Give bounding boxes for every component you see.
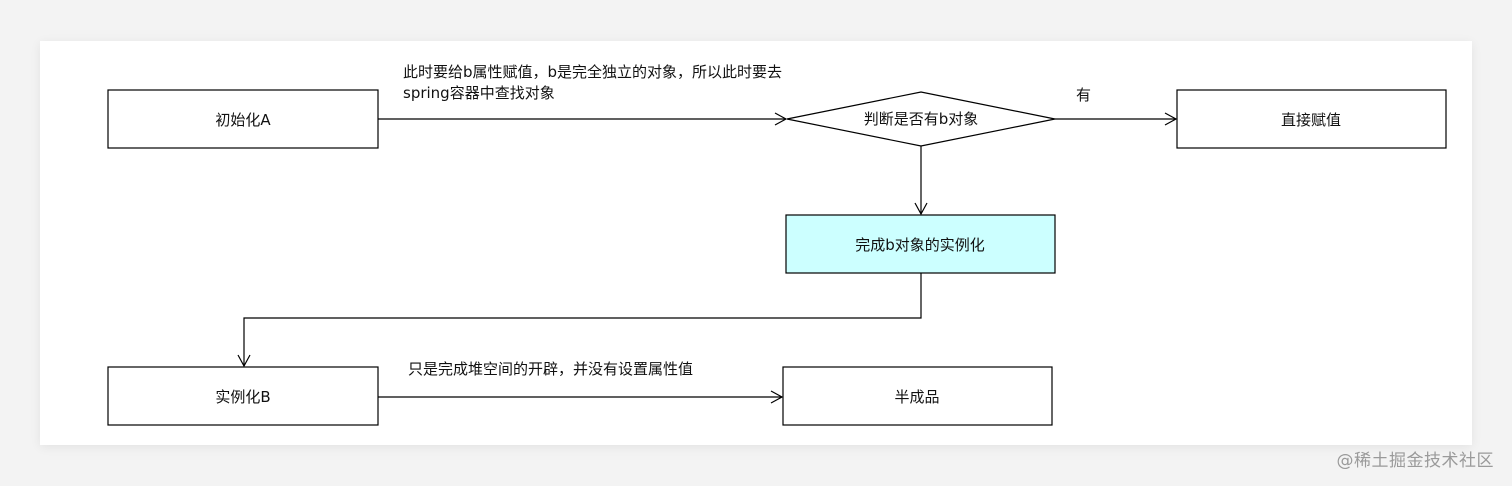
- node-init-a-box: [107, 89, 379, 149]
- node-instance-b-box: [107, 366, 379, 426]
- node-assign-direct-label: 直接赋值: [1281, 111, 1341, 129]
- node-check-b: 判断是否有b对象: [786, 91, 1056, 147]
- node-instantiate-b-box: [785, 214, 1056, 274]
- node-init-a-label: 初始化A: [215, 111, 271, 129]
- node-half-product: 半成品: [782, 366, 1053, 426]
- node-instantiate-b: 完成b对象的实例化: [785, 214, 1056, 274]
- node-init-a: 初始化A: [107, 89, 379, 149]
- watermark-text: @稀土掘金技术社区: [1336, 451, 1494, 471]
- node-instantiate-b-label: 完成b对象的实例化: [855, 236, 985, 254]
- node-assign-direct: 直接赋值: [1176, 89, 1447, 149]
- edge-label-init-check-line2: spring容器中查找对象: [403, 84, 555, 102]
- edge-label-instance-half: 只是完成堆空间的开辟，并没有设置属性值: [408, 360, 693, 378]
- node-instance-b: 实例化B: [107, 366, 379, 426]
- node-instance-b-label: 实例化B: [215, 388, 270, 406]
- node-half-product-label: 半成品: [894, 388, 939, 406]
- edge-label-check-assign: 有: [1076, 86, 1091, 104]
- node-assign-direct-box: [1176, 89, 1447, 149]
- edge-label-init-check-line1: 此时要给b属性赋值，b是完全独立的对象，所以此时要去: [403, 63, 782, 81]
- node-check-b-label: 判断是否有b对象: [864, 110, 979, 128]
- edge-instantiate-to-instance: [237, 273, 922, 368]
